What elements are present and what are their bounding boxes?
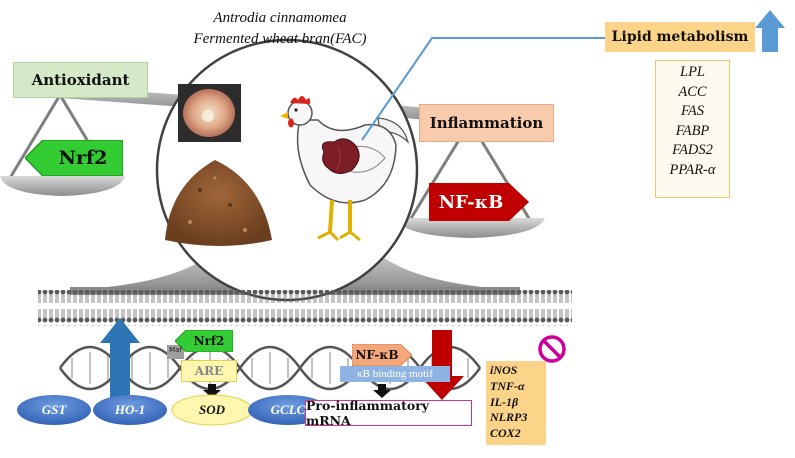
gene-ho1: HO-1	[114, 402, 146, 417]
nrf2-arrow: Nrf2	[25, 140, 123, 176]
maf-tag	[167, 345, 184, 359]
nrf2-pathway-arrow: Nrf2	[175, 330, 233, 352]
nfkb-pathway-label: NF-κB	[355, 348, 399, 362]
inflammation-label: Inflammation	[419, 104, 554, 142]
nrf2-pathway-label: Nrf2	[193, 334, 225, 348]
lipid-metabolism-title: Lipid metabolism	[605, 22, 755, 52]
connector-line	[361, 37, 605, 141]
inflammatory-gene: iNOS	[490, 363, 518, 377]
antioxidant-label: Antioxidant	[13, 62, 148, 98]
lipid-gene: ACC	[678, 83, 707, 100]
chicken-with-liver-icon	[280, 96, 410, 242]
upregulation-arrow-icon	[100, 318, 140, 400]
maf-label: Maf	[169, 346, 182, 354]
nfkb-arrow: NF-κB	[429, 183, 529, 221]
gene-gst: GST	[41, 402, 67, 417]
gene-sod: SOD	[198, 402, 225, 417]
inflammatory-gene: COX2	[490, 426, 521, 441]
lipid-gene: FADS2	[672, 142, 713, 159]
wheat-bran-powder-icon	[165, 160, 272, 246]
downregulation-arrow-icon	[420, 330, 464, 400]
nfkb-pathway-arrow: NF-κB	[352, 344, 412, 366]
title-line-1: Antrodia cinnamomea	[213, 10, 347, 26]
lipid-gene: LPL	[680, 64, 705, 80]
fungus-culture-icon	[178, 84, 241, 142]
lipid-gene: FABP	[675, 122, 710, 139]
kb-binding-motif: κB binding motif	[340, 366, 450, 382]
lipid-gene: PPAR-α	[669, 161, 716, 178]
inflammatory-gene: TNF-α	[490, 378, 525, 393]
pro-inflammatory-mrna: Pro-inflammatory mRNA	[305, 398, 472, 428]
cell-membrane-icon	[38, 290, 572, 326]
nfkb-arrow-label: NF-κB	[438, 191, 504, 213]
motif-down-arrow-icon	[373, 384, 391, 398]
are-down-arrow-icon	[203, 384, 221, 398]
nrf2-arrow-label: Nrf2	[58, 147, 108, 169]
title-line-2: Fermented wheat bran(FAC)	[193, 31, 367, 47]
are-box: ARE	[181, 360, 237, 382]
inflammatory-gene: NLRP3	[490, 410, 528, 425]
lipid-gene-list: LPL ACC FAS FABP FADS2 PPAR-α	[655, 60, 730, 198]
up-arrow-icon	[755, 10, 785, 52]
inflammatory-gene: IL-1β	[490, 394, 519, 409]
gene-gclc: GCLC	[270, 402, 306, 417]
lipid-gene: FAS	[680, 103, 705, 120]
inflammatory-gene-list: iNOS TNF-α IL-1β NLRP3 COX2	[486, 361, 546, 445]
prohibit-icon	[538, 335, 566, 363]
